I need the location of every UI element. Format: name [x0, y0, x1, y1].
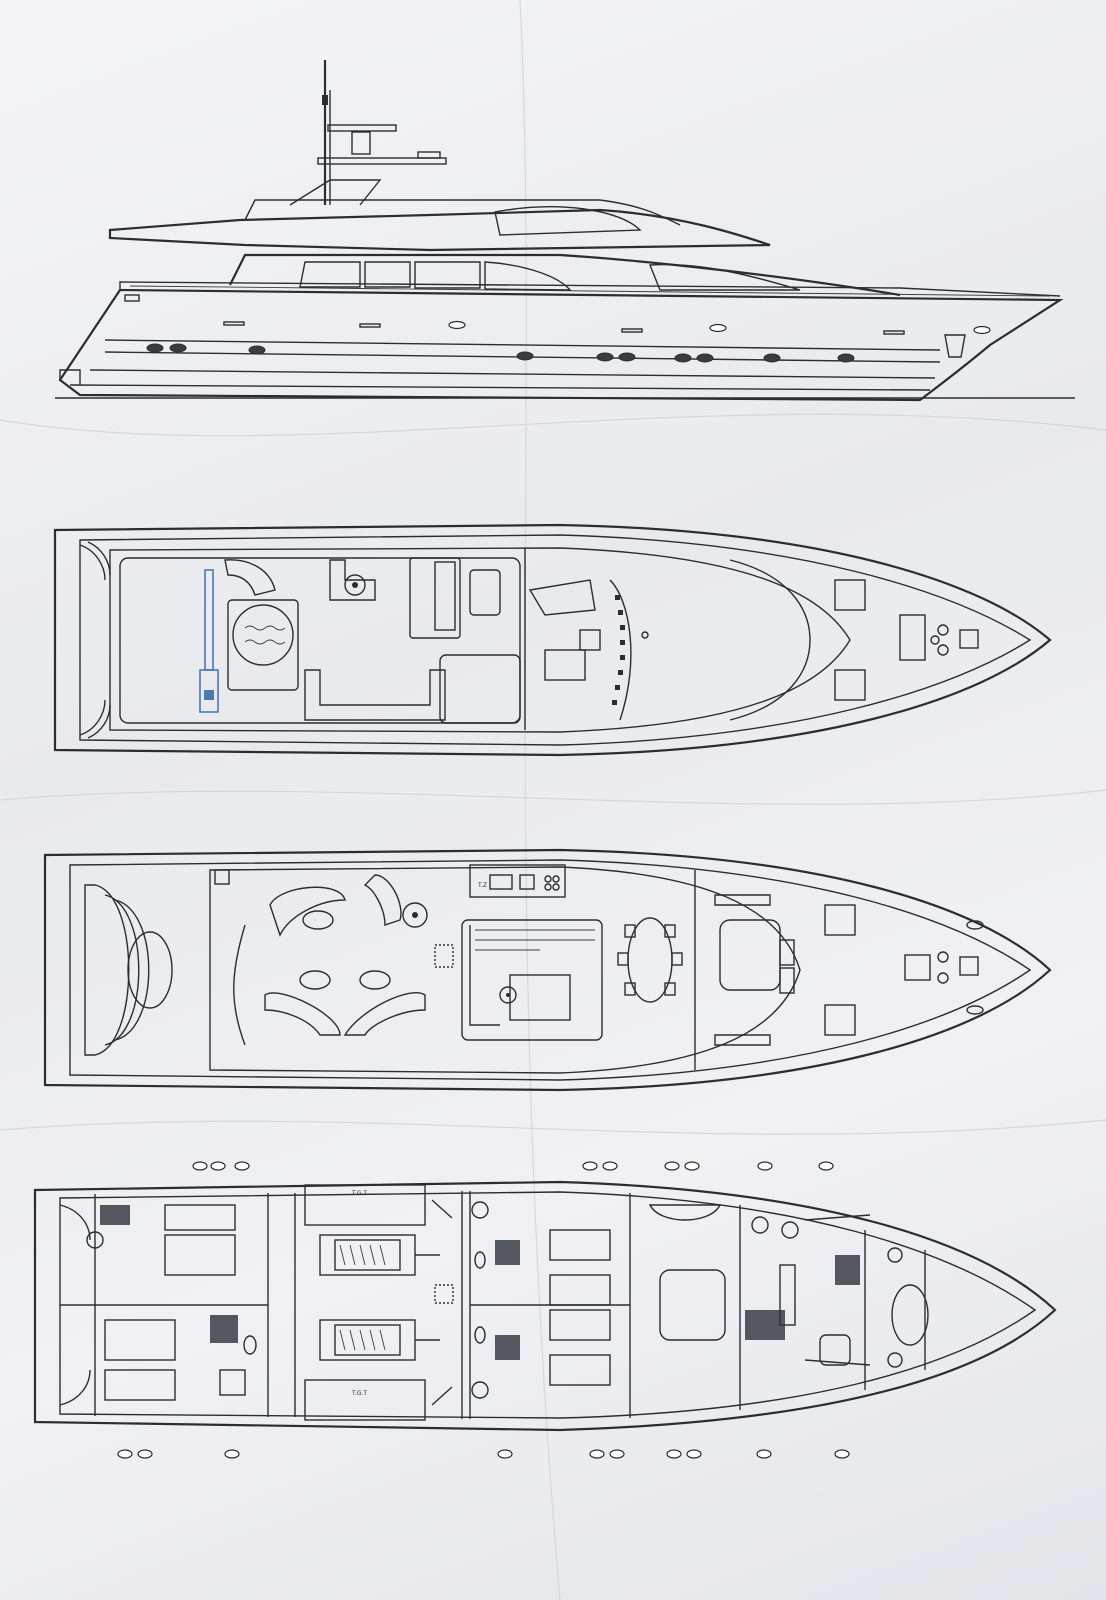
jacuzzi-icon: [227, 599, 299, 691]
radar-mast: [317, 60, 447, 205]
foredeck-fittings: [834, 579, 979, 701]
crew-cabins: [86, 1204, 257, 1401]
side-profile-view: [55, 60, 1075, 402]
main-deck-ports: [223, 320, 991, 335]
main-foredeck-fittings: [824, 904, 984, 1036]
aft-sunpad: [84, 884, 173, 1056]
sun-deck-plan: [53, 523, 1052, 757]
tender-crane: [199, 569, 219, 713]
engine-starboard-icon: [319, 1234, 440, 1276]
guest-cabins: [471, 1201, 726, 1399]
galley-mark-label: T.Z: [477, 882, 487, 889]
forward-suite: [745, 1214, 929, 1368]
flybridge-windscreen: [494, 206, 642, 236]
sun-deck-hull-outline: [53, 523, 1052, 757]
wheelhouse: [694, 870, 795, 1070]
lower-deck-plan: T.G.T T.G.T: [33, 1161, 1057, 1459]
lower-hull-portholes: [117, 1161, 850, 1459]
tank-label-starboard: T.G.T: [351, 1190, 367, 1197]
swim-platform: [59, 369, 81, 385]
lounge-sofa: [304, 669, 446, 721]
stern-steps: [79, 541, 111, 739]
bar-counter: [409, 557, 461, 639]
helm-station: [524, 548, 649, 730]
tank-label-port: T.G.T: [351, 1390, 367, 1397]
main-deck-windows: [299, 261, 801, 291]
main-deck-superstructure: [229, 253, 901, 297]
main-deck-plan: T.Z: [43, 848, 1052, 1092]
salon-seating: [233, 874, 428, 1046]
helm-table-seating: [329, 559, 376, 601]
hull-portholes: [146, 343, 855, 363]
dining-table: [617, 917, 683, 1003]
interior-stair: [461, 919, 603, 1041]
hull-outline: [58, 288, 1064, 402]
bulkheads: [60, 1191, 926, 1419]
galley: T.Z: [469, 864, 566, 898]
engine-room: T.G.T T.G.T: [304, 1184, 454, 1421]
spiral-stair-icon: [224, 559, 276, 596]
flybridge-superstructure: [108, 208, 771, 252]
engine-port-icon: [319, 1319, 440, 1361]
lower-deck-hull-outline: [33, 1180, 1057, 1432]
main-deck-hull-outline: [43, 848, 1052, 1092]
bow-logo-icon: [944, 334, 966, 358]
